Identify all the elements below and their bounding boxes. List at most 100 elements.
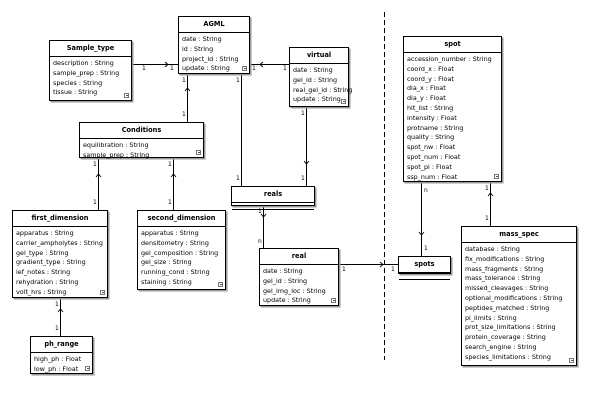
mult-cond-first-b: 1	[93, 199, 97, 206]
attribute: mass_tolerance : String	[465, 274, 541, 283]
attribute: species : String	[53, 78, 103, 87]
mult-spot-spots-a: n	[424, 187, 428, 194]
mult-virt-reals-b: 1	[301, 175, 305, 182]
attribute: optional_modifications : String	[465, 293, 563, 302]
collapse-icon[interactable]	[100, 290, 105, 295]
attribute: date : String	[182, 35, 222, 43]
mult-st-agml-b: 1	[170, 65, 174, 72]
collapse-icon[interactable]	[85, 366, 90, 371]
attribute: tissue : String	[53, 88, 98, 97]
class-reals[interactable]: reals	[231, 186, 315, 210]
attribute: prot_size_limitations : String	[465, 323, 556, 332]
mult-real-spots-b: 1	[391, 266, 395, 273]
mult-reals-real-a: 1	[258, 208, 262, 215]
collapse-icon[interactable]	[331, 298, 336, 303]
attribute: apparatus : String	[141, 229, 199, 237]
arrow-virtual-agml	[259, 61, 264, 68]
mult-spot-ms-b: 1	[485, 215, 489, 222]
attribute: carrier_ampholytes : String	[16, 238, 103, 247]
attribute: running_cond : String	[141, 268, 210, 277]
attribute: update : String	[293, 95, 341, 104]
attribute: gel_composition : String	[141, 248, 219, 257]
mult-cond-first-a: 1	[93, 161, 97, 168]
attribute: rehydration : String	[16, 277, 79, 286]
attribute: ief_notes : String	[16, 268, 71, 277]
arrow-spot-spots	[418, 231, 425, 236]
attribute: id : String	[182, 44, 214, 53]
class-name: Sample_type	[50, 41, 131, 57]
attribute: missed_cleavages : String	[465, 284, 549, 293]
mult-cond-second-b: 1	[168, 199, 172, 206]
attribute: volt_hrs : String	[16, 287, 67, 296]
attribute: hit_list : String	[407, 103, 454, 112]
attribute: date : String	[263, 267, 303, 275]
attribute: update : String	[263, 296, 311, 305]
class-spots[interactable]: spots	[398, 256, 451, 280]
attribute: pi_limits : String	[465, 313, 517, 322]
arrow-spot-mass-spec	[487, 192, 494, 197]
attribute: low_ph : Float	[34, 364, 79, 373]
attribute: densitometry : String	[141, 238, 209, 247]
attribute: intensity : Float	[407, 113, 457, 122]
attribute: gradient_type : String	[16, 258, 86, 267]
attribute: protein_coverage : String	[465, 333, 546, 342]
mult-reals-real-b: n	[258, 238, 262, 245]
attribute: protname : String	[407, 123, 464, 132]
mult-agml-virt-a: 1	[252, 65, 256, 72]
attribute: update : String	[182, 64, 230, 73]
attribute: mass_fragments : String	[465, 264, 544, 273]
attribute: gel_img_loc : String	[263, 286, 326, 295]
collapse-icon[interactable]	[242, 66, 247, 71]
attribute: apparatus : String	[16, 229, 74, 237]
attribute: gel_id : String	[263, 276, 308, 285]
collapse-icon[interactable]	[196, 150, 201, 155]
attribute: date : String	[293, 66, 333, 74]
class-name: Conditions	[80, 123, 203, 139]
collapse-icon[interactable]	[218, 282, 223, 287]
collapse-icon[interactable]	[569, 358, 574, 363]
arrow-virtual-reals	[303, 160, 310, 165]
attribute: coord_y : Float	[407, 74, 454, 83]
mult-agml-cond-a: 1	[182, 77, 186, 84]
class-name: ph_range	[31, 337, 92, 353]
attribute: real_gel_id : String	[293, 85, 353, 94]
attribute: sample_prep : String	[83, 150, 150, 159]
arrow-first-ph-range	[57, 308, 64, 313]
class-name: reals	[232, 187, 314, 203]
attribute: dia_x : Float	[407, 84, 446, 93]
attribute: gel_type : String	[16, 248, 69, 257]
attribute: spot_num : Float	[407, 152, 461, 161]
mult-first-ph-a: 1	[55, 301, 59, 308]
class-name: AGML	[179, 17, 249, 33]
class-name: spots	[399, 257, 450, 273]
collapse-icon[interactable]	[124, 93, 129, 98]
arrow-conditions-first	[95, 173, 102, 178]
attribute: spot_nw : Float	[407, 143, 456, 152]
collapse-icon[interactable]	[494, 174, 499, 179]
attribute: search_engine : String	[465, 342, 537, 351]
collapse-icon[interactable]	[341, 99, 346, 104]
mult-virt-reals-a: 1	[301, 110, 305, 117]
mult-agml-reals-b: 1	[236, 175, 240, 182]
attribute: dia_y : Float	[407, 94, 446, 103]
attribute: high_ph : Float	[34, 355, 82, 363]
